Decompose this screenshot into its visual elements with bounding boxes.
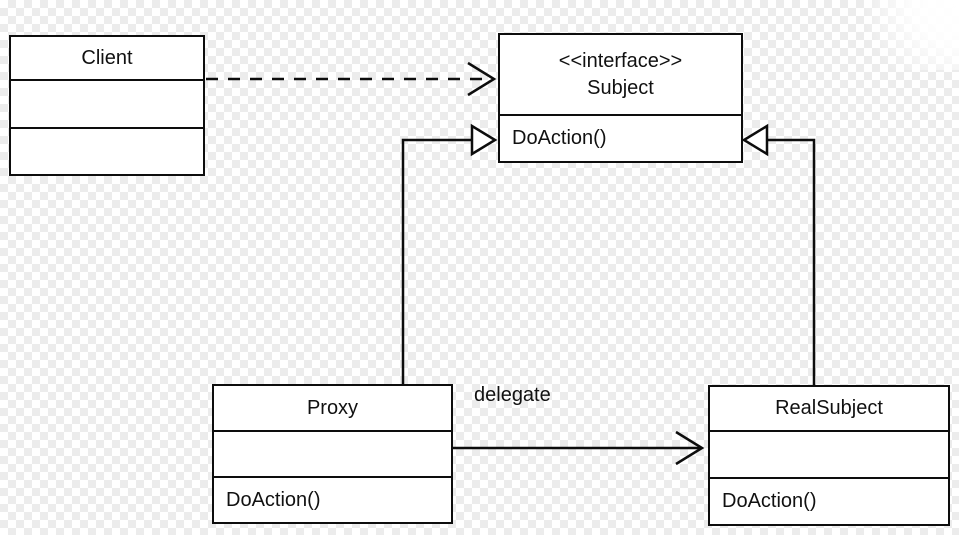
method-label: DoAction() bbox=[512, 127, 607, 149]
class-name-compartment: <<interface>> Subject bbox=[500, 35, 741, 114]
uml-class-client: Client bbox=[9, 35, 205, 176]
uml-interface-subject: <<interface>> Subject DoAction() bbox=[498, 33, 743, 163]
class-name: RealSubject bbox=[775, 397, 883, 419]
edge-label-delegate: delegate bbox=[474, 384, 551, 406]
class-name-compartment: Client bbox=[11, 37, 203, 79]
hollow-triangle-icon bbox=[470, 123, 498, 157]
attributes-compartment bbox=[11, 79, 203, 127]
class-name: Subject bbox=[587, 76, 654, 99]
realization-edge-realsubject-to-subject bbox=[741, 123, 816, 385]
methods-compartment bbox=[11, 126, 203, 175]
realization-edge-proxy-to-subject bbox=[401, 123, 498, 384]
class-name-compartment: RealSubject bbox=[710, 387, 948, 430]
class-name-compartment: Proxy bbox=[214, 386, 451, 430]
background-corner-fade bbox=[849, 0, 959, 70]
open-arrowhead-icon bbox=[675, 430, 705, 466]
dependency-edge-client-to-subject bbox=[206, 61, 497, 97]
stereotype-label: <<interface>> bbox=[558, 49, 683, 72]
method-label: DoAction() bbox=[226, 488, 321, 511]
association-edge-proxy-to-realsubject bbox=[453, 430, 705, 466]
attributes-compartment bbox=[214, 430, 451, 476]
methods-compartment: DoAction() bbox=[214, 476, 451, 522]
hollow-triangle-icon bbox=[741, 123, 769, 157]
uml-class-realsubject: RealSubject DoAction() bbox=[708, 385, 950, 526]
class-name: Proxy bbox=[306, 396, 359, 419]
uml-class-proxy: Proxy DoAction() bbox=[212, 384, 453, 524]
open-arrowhead-icon bbox=[467, 61, 497, 97]
class-name: Client bbox=[81, 46, 133, 69]
attributes-compartment bbox=[710, 430, 948, 477]
method-label: DoAction() bbox=[722, 490, 817, 512]
methods-compartment: DoAction() bbox=[710, 477, 948, 524]
methods-compartment: DoAction() bbox=[500, 114, 741, 161]
